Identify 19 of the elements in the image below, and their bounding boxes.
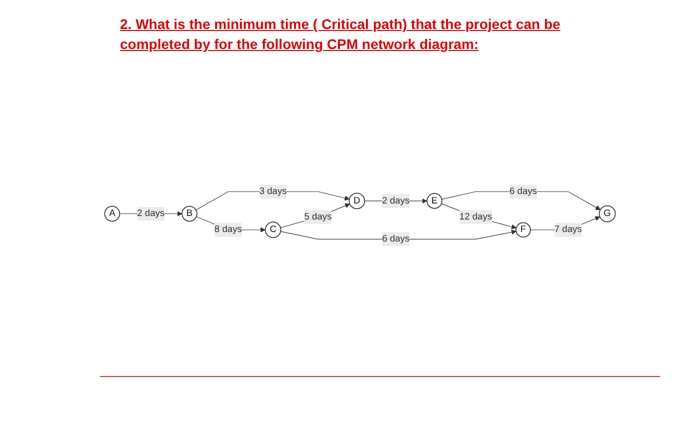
node-circle: A: [104, 205, 120, 222]
edge-label: 7 days: [554, 224, 582, 234]
node-circle: G: [598, 204, 616, 222]
edge-label: 2 days: [382, 195, 410, 206]
node-circle: F: [516, 222, 531, 238]
edge-label: 6 days: [509, 186, 537, 196]
node-circle: B: [182, 205, 198, 222]
edge-label: 6 days: [382, 234, 410, 244]
arrow: [280, 202, 350, 228]
edge-label: 2 days: [137, 208, 165, 218]
node-circle: D: [348, 192, 366, 209]
edge-label: 5 days: [304, 211, 332, 222]
edge-label: 3 days: [259, 186, 287, 196]
question-title: 2. What is the minimum time ( Critical path) that the project can be completed by for the following CPM network diagram:: [120, 15, 562, 54]
arrow: [441, 202, 516, 229]
edge-label: 8 days: [214, 224, 242, 234]
edge-label: 12 days: [459, 211, 492, 222]
node-circle: C: [264, 221, 282, 238]
node-circle: E: [426, 192, 442, 208]
